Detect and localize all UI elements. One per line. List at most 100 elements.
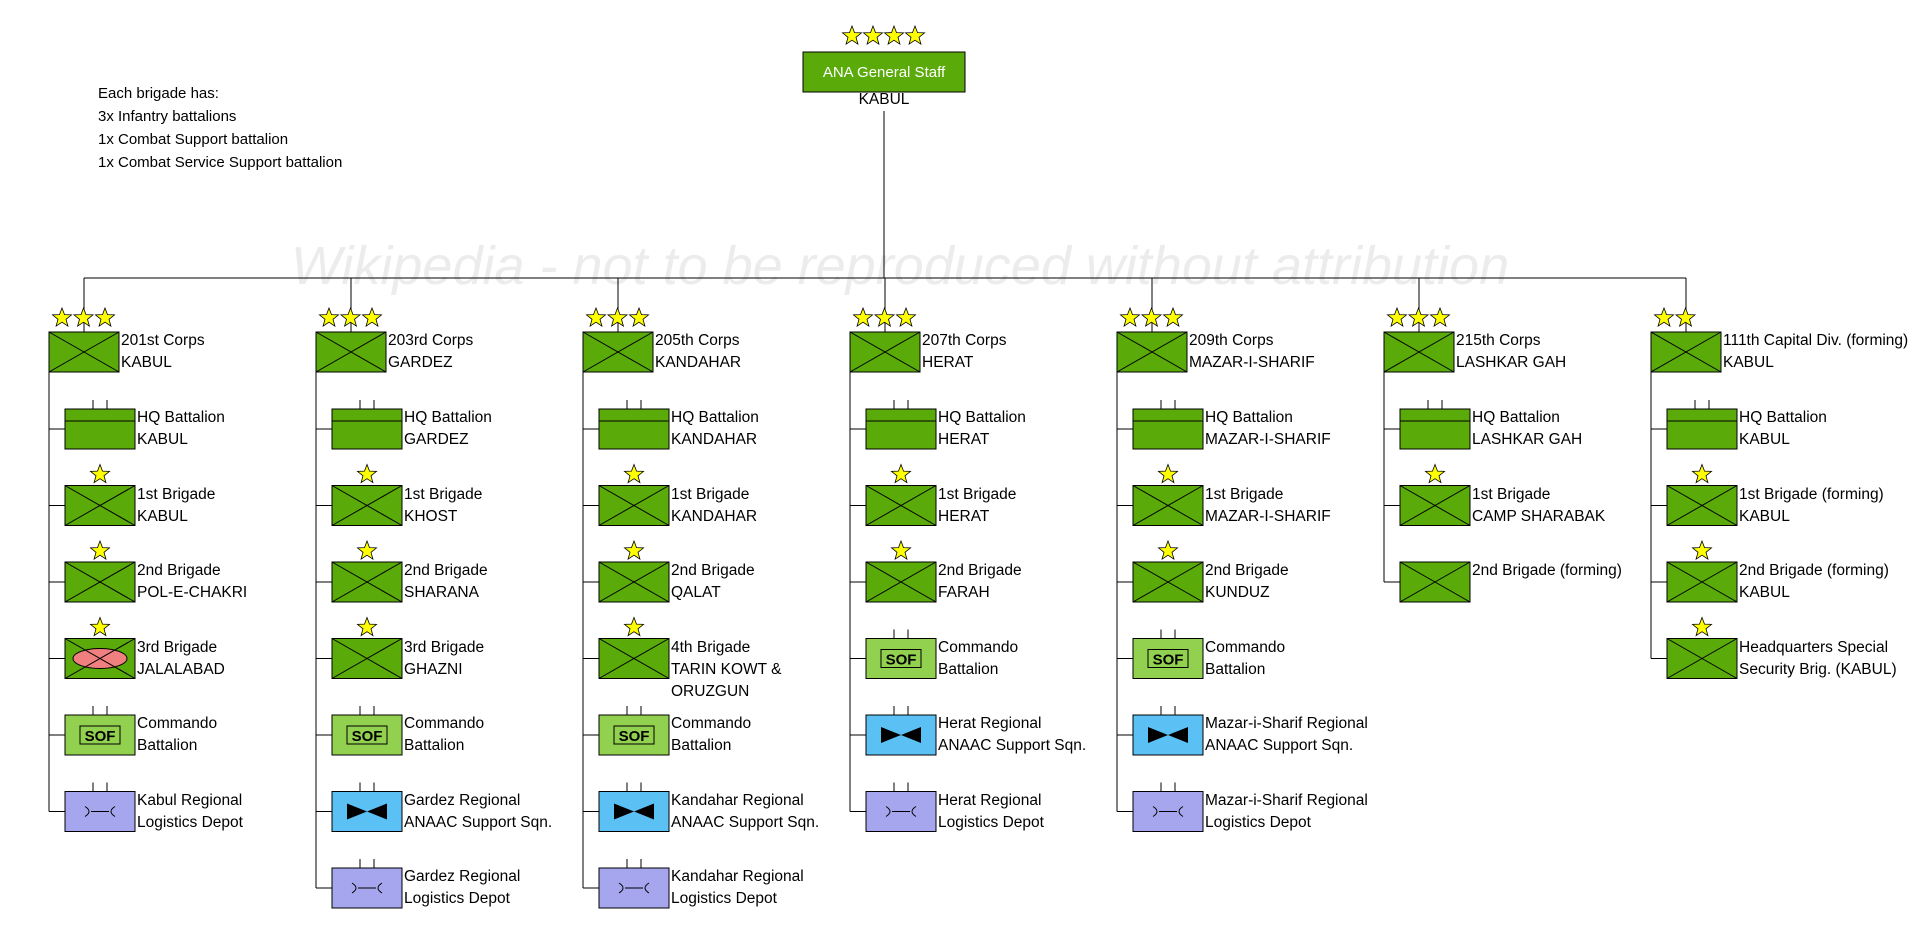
- unit-label-line: HQ Battalion: [1472, 409, 1560, 426]
- aviation-bowtie-icon: [367, 803, 387, 820]
- unit-label-line: Mazar-i-Sharif Regional: [1205, 715, 1368, 732]
- rank-star-icon: [1429, 306, 1451, 328]
- unit-label-line: HQ Battalion: [404, 409, 492, 426]
- aviation-bowtie-icon: [881, 727, 901, 743]
- sof-unit-box: [1132, 638, 1204, 679]
- infantry-cross-icon: [582, 331, 654, 373]
- rank-star-icon: [72, 306, 95, 328]
- unit-label-line: Gardez Regional: [404, 791, 521, 809]
- aviation-bowtie-icon: [1148, 727, 1168, 743]
- unit-label-line: 1st Brigade: [404, 485, 483, 503]
- unit-label-line: TARIN KOWT &: [671, 660, 782, 678]
- brigade-composition-note: Each brigade has: 3x Infantry battalions…: [98, 82, 342, 174]
- aviation-bowtie-icon: [901, 727, 921, 743]
- sof-text: SOF: [85, 728, 116, 745]
- note-line: 3x Infantry battalions: [98, 108, 237, 125]
- unit-label-line: KUNDUZ: [1205, 584, 1270, 601]
- infantry-cross-icon: [1399, 485, 1471, 526]
- sof-text: SOF: [1153, 652, 1184, 669]
- rank-star-icon: [94, 306, 116, 328]
- sof-badge-icon: [1147, 649, 1189, 668]
- sof-badge-icon: [613, 725, 655, 745]
- rank-star-icon: [904, 24, 926, 46]
- infantry-cross-icon: [331, 561, 403, 603]
- unit-label-line: MAZAR-I-SHARIF: [1205, 507, 1331, 525]
- unit-label-line: Commando: [938, 638, 1019, 656]
- unit-label-line: Battalion: [1205, 660, 1266, 678]
- unit-label-line: 1st Brigade: [1472, 485, 1551, 503]
- unit-label-line: 1st Brigade: [137, 485, 216, 503]
- top-unit-location: KABUL: [858, 91, 910, 108]
- watermark: Wikipedia - not to be reproduced without…: [290, 236, 1510, 296]
- unit-label-line: Herat Regional: [938, 715, 1042, 732]
- unit-label-line: KABUL: [121, 354, 172, 371]
- unit-label-line: Commando: [404, 715, 485, 732]
- rank-star-icon: [895, 306, 917, 328]
- unit-label-line: HQ Battalion: [137, 409, 225, 426]
- rank-star-icon: [89, 616, 111, 637]
- rank-star-icon: [1157, 539, 1179, 561]
- unit-label-line: Kandahar Regional: [671, 791, 804, 809]
- hq-unit-box: [1399, 408, 1471, 450]
- infantry-cross-icon: [1666, 485, 1738, 526]
- unit-label-line: LASHKAR GAH: [1456, 354, 1567, 371]
- rank-star-icon: [628, 306, 650, 328]
- unit-label-line: KABUL: [1739, 507, 1790, 525]
- rank-star-icon: [1691, 616, 1713, 637]
- rank-star-icon: [89, 463, 111, 484]
- note-line: 1x Combat Service Support battalion: [98, 154, 343, 171]
- unit-label-line: 207th Corps: [922, 332, 1007, 349]
- unit-label-line: MAZAR-I-SHARIF: [1205, 431, 1331, 448]
- unit-label: 2nd Brigade (forming)KABUL: [1739, 560, 1889, 604]
- top-unit-box: [802, 51, 966, 93]
- unit-label-line: KANDAHAR: [671, 431, 758, 448]
- unit-label-line: Logistics Depot: [137, 813, 243, 831]
- unit-label-line: 3rd Brigade: [404, 638, 485, 656]
- hq-unit-box: [865, 408, 937, 450]
- unit-label-line: 4th Brigade: [671, 638, 751, 656]
- infantry-cross-icon: [865, 561, 937, 603]
- aviation-bowtie-icon: [634, 803, 654, 820]
- unit-label: 111th Capital Div. (forming)KABUL: [1723, 330, 1908, 374]
- infantry-cross-icon: [1666, 638, 1738, 679]
- unit-label-line: 205th Corps: [655, 332, 740, 349]
- rank-star-icon: [51, 306, 73, 328]
- unit-label-line: Mazar-i-Sharif Regional: [1205, 791, 1368, 809]
- rank-star-icon: [862, 24, 884, 46]
- rank-star-icon: [1140, 306, 1163, 328]
- unit-label-line: 2nd Brigade: [137, 562, 221, 579]
- unit-label-line: Commando: [671, 715, 752, 732]
- unit-label-line: 1st Brigade: [671, 485, 750, 503]
- unit-label-line: KABUL: [137, 507, 188, 525]
- unit-label-line: Battalion: [938, 660, 999, 678]
- sof-text: SOF: [886, 652, 917, 669]
- unit-label-line: Logistics Depot: [404, 890, 510, 907]
- unit-label-line: 2nd Brigade: [1205, 562, 1289, 579]
- unit-label-line: KHOST: [404, 507, 458, 525]
- rank-star-icon: [89, 539, 111, 561]
- rank-star-icon: [318, 306, 340, 328]
- unit-label-line: Headquarters Special: [1739, 638, 1889, 656]
- unit-label-line: MAZAR-I-SHARIF: [1189, 354, 1315, 371]
- infantry-cross-icon: [1116, 331, 1188, 373]
- unit-label: 1st Brigade (forming)KABUL: [1739, 484, 1884, 528]
- supply-icon: [351, 882, 357, 894]
- sof-text: SOF: [352, 728, 383, 745]
- rank-star-icon: [890, 463, 912, 484]
- unit-label-line: ANAAC Support Sqn.: [1205, 737, 1354, 754]
- unit-label-line: 203rd Corps: [388, 332, 474, 349]
- infantry-cross-icon: [1399, 561, 1471, 603]
